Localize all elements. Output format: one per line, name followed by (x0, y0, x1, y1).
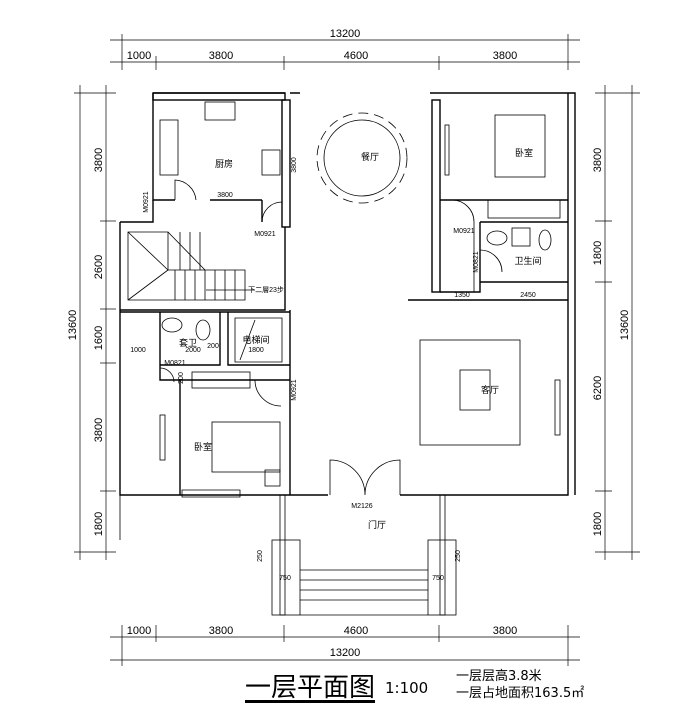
left-dimensions: 13600 3800 2600 1600 3800 1800 (67, 85, 116, 560)
label-living: 客厅 (481, 384, 499, 395)
staircase (127, 231, 255, 301)
title-block: 一层平面图 1:100 一层层高3.8米 一层占地面积163.5㎡ (245, 668, 584, 703)
washbasin (486, 230, 508, 246)
dim-bottom-1: 1000 (127, 625, 151, 637)
dim-left-3: 1600 (93, 326, 105, 350)
dim-porch-right-h: 250 (455, 550, 462, 562)
label-bedroom-sw: 卧室 (194, 441, 212, 452)
dim-bath-1000: 1000 (130, 347, 146, 354)
note-floor-height: 一层层高3.8米 (456, 668, 542, 684)
tv (554, 379, 561, 436)
dim-wc-2450: 2450 (520, 292, 536, 299)
stair-note: 下二層23步 (248, 286, 284, 294)
door-kitchen: M0921 (143, 191, 150, 213)
dim-bath-200: 200 (207, 343, 219, 350)
kitchen-sink (204, 101, 236, 121)
dim-porch-left: 750 (279, 575, 291, 582)
furniture (159, 101, 561, 487)
dim-left-total: 13600 (67, 310, 79, 341)
dim-right-2: 1800 (592, 241, 604, 265)
dim-right-total: 13600 (619, 310, 631, 341)
door-bed-ne: M0921 (453, 228, 475, 235)
door-ensuite: M0821 (164, 360, 186, 367)
dim-right-1: 3800 (592, 148, 604, 172)
label-foyer: 门厅 (368, 519, 386, 530)
label-dining: 餐厅 (361, 151, 379, 162)
wardrobe-sw (191, 371, 251, 389)
bottom-dimensions: 1000 3800 4600 3800 13200 (110, 625, 580, 666)
room-labels: 厨房 餐厅 卧室 卫生间 客厅 套卫 电梯间 卧室 门厅 (179, 147, 542, 530)
fridge (261, 149, 281, 176)
dim-top-3: 4600 (344, 50, 368, 62)
dim-left-5: 1800 (93, 512, 105, 536)
plan-scale: 1:100 (385, 679, 428, 697)
label-bedroom-ne: 卧室 (515, 147, 533, 158)
dim-top-4: 3800 (493, 50, 517, 62)
label-toilet: 卫生间 (514, 255, 541, 266)
kitchen-counter (159, 119, 179, 176)
squat-toilet (538, 229, 552, 251)
dim-porch-right: 750 (432, 575, 444, 582)
dim-right-3: 6200 (592, 376, 604, 400)
sofa-set (419, 339, 521, 446)
dim-top-1: 1000 (127, 50, 151, 62)
plan-title: 一层平面图 (245, 673, 375, 703)
note-floor-area: 一层占地面积163.5㎡ (456, 686, 584, 701)
label-elevator: 电梯间 (242, 334, 269, 345)
dim-left-2: 2600 (93, 255, 105, 279)
bed-sw (211, 421, 281, 473)
walls (119, 92, 576, 616)
right-dimensions: 13600 3800 1800 6200 1800 (592, 85, 640, 560)
annotations: M0921 M0921 M0921 M0821 M0821 M0921 M212… (130, 157, 536, 582)
dim-wc-1350: 1350 (454, 292, 470, 299)
dim-right-4: 1800 (592, 512, 604, 536)
dining-table (323, 119, 401, 197)
dim-bath-2000: 2000 (185, 347, 201, 354)
dim-left-1: 3800 (93, 148, 105, 172)
door-swings (159, 179, 503, 496)
dim-lift-1800: 1800 (248, 347, 264, 354)
dim-bottom-4: 3800 (493, 625, 517, 637)
dim-bottom-2: 3800 (209, 625, 233, 637)
dim-left-4: 3800 (93, 418, 105, 442)
dim-bed-200: 200 (178, 372, 185, 384)
door-main: M2126 (351, 503, 373, 510)
label-ensuite: 套卫 (179, 337, 197, 348)
dim-bottom-total: 13200 (330, 647, 361, 659)
ensuite-toilet (195, 319, 211, 341)
label-kitchen: 厨房 (215, 158, 233, 169)
dim-top-total: 13200 (330, 28, 361, 40)
bed-ne (494, 114, 546, 178)
door-stair: M0921 (254, 231, 276, 238)
door-bed-sw: M0921 (291, 379, 298, 401)
elevator-shaft (234, 317, 283, 363)
door-toilet: M0821 (473, 251, 480, 273)
top-dimensions: 13200 1000 3800 4600 3800 (110, 28, 580, 70)
dim-kitchen-width: 3800 (217, 192, 233, 199)
dim-porch-left-h: 250 (257, 550, 264, 562)
dim-bottom-3: 4600 (344, 625, 368, 637)
coffee-table (459, 369, 491, 411)
wardrobe-ne (487, 199, 561, 219)
ensuite-basin (161, 317, 183, 333)
dim-dining-height: 3800 (291, 157, 298, 173)
dim-top-2: 3800 (209, 50, 233, 62)
